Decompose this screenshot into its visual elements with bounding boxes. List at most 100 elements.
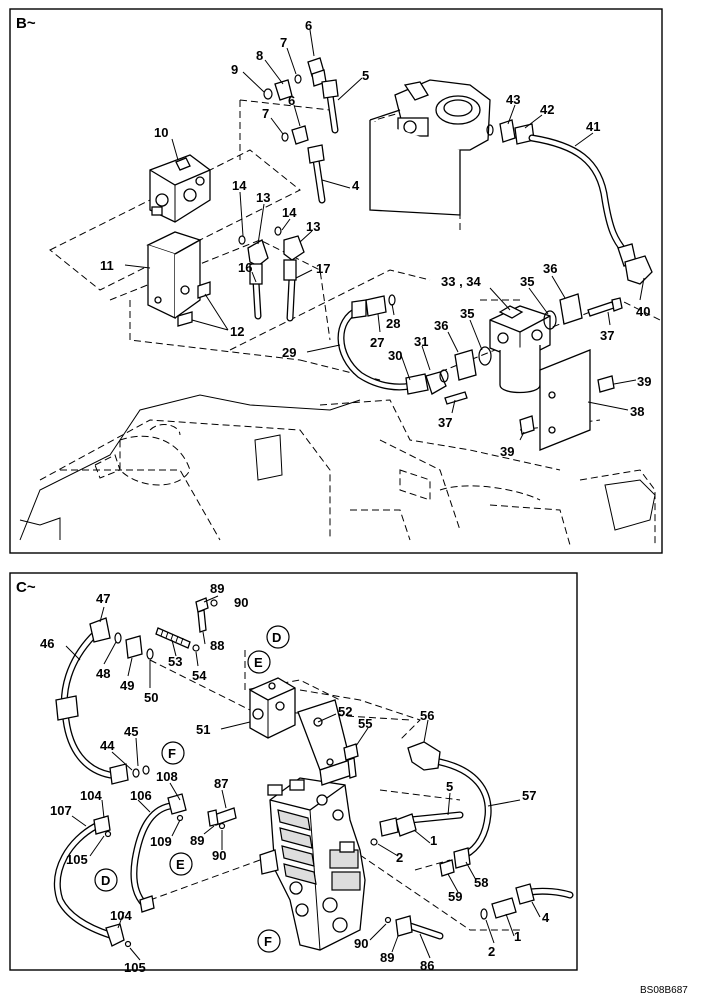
callout: 8 <box>256 48 263 63</box>
hose-106 <box>130 793 187 913</box>
fittings-87-89 <box>207 807 237 830</box>
pump-head <box>369 79 491 216</box>
callout: 5 <box>446 779 453 794</box>
section-c-title: C~ <box>16 579 36 596</box>
callout: 105 <box>124 960 146 975</box>
callout: 107 <box>50 803 72 818</box>
callout: 35 <box>460 306 474 321</box>
callout: 1 <box>514 929 521 944</box>
callout: 7 <box>280 35 287 50</box>
callout: 49 <box>120 678 134 693</box>
bolt-53 <box>155 597 218 652</box>
fittings-top <box>263 57 327 145</box>
callout: 50 <box>144 690 158 705</box>
callout: 31 <box>414 334 428 349</box>
callout: 4 <box>542 910 550 925</box>
callout: 4 <box>352 178 360 193</box>
callout: 59 <box>448 889 462 904</box>
callout: 87 <box>214 776 228 791</box>
hose-29 <box>337 294 449 395</box>
callout: 90 <box>234 595 248 610</box>
callout: 90 <box>212 848 226 863</box>
callout: 105 <box>66 852 88 867</box>
callout: 2 <box>396 850 403 865</box>
circle-refs: D E F E D F <box>94 625 290 953</box>
ref-d: D <box>272 630 281 645</box>
ref-e: E <box>254 655 263 670</box>
bolts-37 <box>444 297 623 405</box>
callout: 30 <box>388 348 402 363</box>
section-b-frame <box>9 8 663 554</box>
callout: 58 <box>474 875 488 890</box>
callout: 39 <box>637 374 651 389</box>
callout: 38 <box>630 404 644 419</box>
callout: 108 <box>156 769 178 784</box>
bracket-11 <box>146 231 202 320</box>
bolt-55 <box>343 743 359 779</box>
ref-f: F <box>264 934 272 949</box>
callout: 46 <box>40 636 54 651</box>
hose-107 <box>53 815 132 948</box>
callout: 42 <box>540 102 554 117</box>
drawing-code: BS08B687 <box>640 985 688 996</box>
callout: 37 <box>438 415 452 430</box>
callout: 47 <box>96 591 110 606</box>
callout: 40 <box>636 304 650 319</box>
callout: 14 <box>232 178 247 193</box>
elbow-fittings-13 <box>238 226 305 285</box>
section-b: B~ <box>9 8 663 554</box>
callout: 13 <box>256 190 270 205</box>
callout: 52 <box>338 704 352 719</box>
callout: 33 , 34 <box>441 274 482 289</box>
hose-86 <box>384 915 444 940</box>
bolts-12 <box>177 281 211 327</box>
bracket-52 <box>297 699 353 786</box>
ref-e: E <box>176 857 185 872</box>
callout: 13 <box>306 219 320 234</box>
hose-4-c <box>480 883 574 920</box>
hose-57 <box>407 741 492 877</box>
callout: 90 <box>354 936 368 951</box>
hose-46 <box>55 617 154 785</box>
section-b-title: B~ <box>16 15 36 32</box>
callout: 36 <box>434 318 448 333</box>
callout: 54 <box>192 668 207 683</box>
callout: 5 <box>362 68 369 83</box>
callouts-b: 6 7 8 9 5 6 7 10 4 14 13 14 13 16 17 11 … <box>100 18 651 459</box>
callout: 35 <box>520 274 534 289</box>
callout: 6 <box>305 18 312 33</box>
callout: 16 <box>238 260 252 275</box>
machine-frame-b <box>19 99 661 546</box>
callout: 14 <box>282 205 297 220</box>
callout: 88 <box>210 638 224 653</box>
ref-d: D <box>101 873 110 888</box>
callout: 9 <box>231 62 238 77</box>
callout: 37 <box>600 328 614 343</box>
callout: 27 <box>370 335 384 350</box>
callout: 2 <box>488 944 495 959</box>
callout: 89 <box>380 950 394 965</box>
callout: 109 <box>150 834 172 849</box>
callout: 17 <box>316 261 330 276</box>
callout: 106 <box>130 788 152 803</box>
callout: 89 <box>210 581 224 596</box>
callout: 29 <box>282 345 296 360</box>
callout: 43 <box>506 92 520 107</box>
block-51 <box>249 677 296 739</box>
hose-41 <box>528 134 637 267</box>
callout: 57 <box>522 788 536 803</box>
section-c: C~ <box>9 572 578 975</box>
callout: 56 <box>420 708 434 723</box>
section-c-frame <box>9 572 578 971</box>
bracket-38 <box>519 349 615 451</box>
flanges-36-35 <box>454 293 583 381</box>
callout: 12 <box>230 324 244 339</box>
callouts-c: 89 90 47 88 46 53 54 48 49 50 51 52 55 5… <box>40 581 550 975</box>
hose-stubs-b <box>252 79 339 322</box>
leader-lines-b <box>124 29 645 441</box>
fittings-42-43 <box>486 119 535 145</box>
callout: 45 <box>124 724 138 739</box>
hose-5-c <box>370 811 464 846</box>
callout: 1 <box>430 833 437 848</box>
